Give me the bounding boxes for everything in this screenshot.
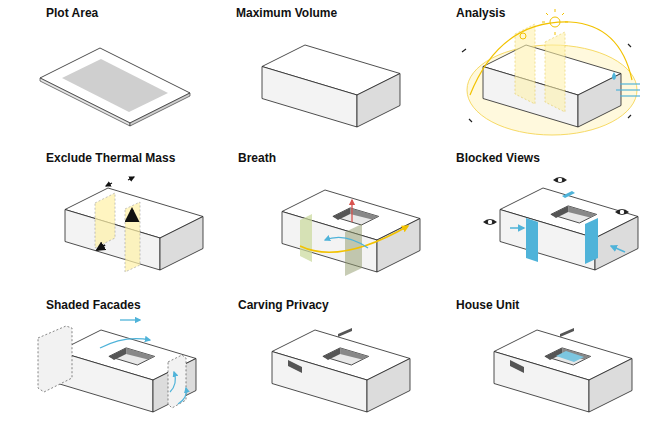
shade-figure [38,320,196,412]
breath-figure [282,190,420,276]
panel-title: Exclude Thermal Mass [45,151,176,165]
panel-title: Blocked Views [455,151,541,165]
analysis-figure [462,9,640,135]
panel-title: House Unit [455,298,520,312]
panel-title: Breath [237,151,277,165]
panel-title: Carving Privacy [237,298,330,312]
panel-title: Analysis [455,6,506,20]
panel-heading-box: Breath [237,151,277,165]
panel-heading-box: Plot Area [45,6,99,20]
panel-title: Plot Area [45,6,99,20]
thermal-figure [65,177,203,272]
panel-title: Maximum Volume [235,6,338,20]
plot-slab [40,48,190,126]
panel-heading-box: Analysis [455,6,506,20]
privacy-figure [272,328,410,412]
panel-heading-box: Maximum Volume [235,6,338,20]
volume-block [262,45,400,127]
panel-heading-box: Shaded Facades [45,298,142,312]
panel-heading-box: Exclude Thermal Mass [45,151,176,165]
panel-heading-box: Blocked Views [455,151,541,165]
panel-title: Shaded Facades [45,298,142,312]
house-figure [494,328,632,412]
panel-heading-box: House Unit [455,298,520,312]
panel-heading-box: Carving Privacy [237,298,330,312]
views-figure [483,177,638,270]
